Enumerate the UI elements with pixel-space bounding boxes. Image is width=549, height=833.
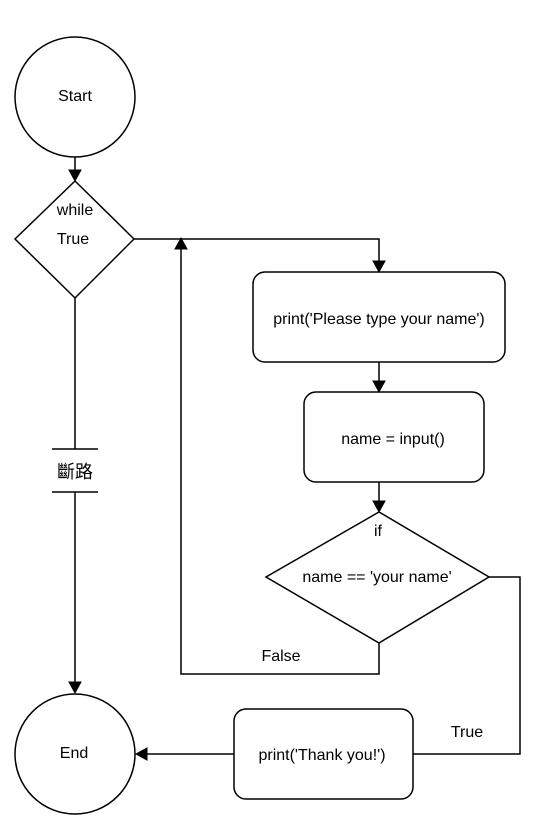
end-node: End xyxy=(14,693,136,815)
while-condition-label: True xyxy=(57,231,89,248)
arrowhead-print-to-input xyxy=(372,380,386,394)
input-name-node: name = input() xyxy=(303,391,485,483)
arrowhead-start-to-while xyxy=(68,169,82,183)
edge-if-true xyxy=(413,576,521,755)
edge-while-to-print-prompt xyxy=(134,238,380,263)
print-prompt-box xyxy=(252,271,506,363)
end-label: End xyxy=(60,745,88,762)
start-label: Start xyxy=(58,88,92,105)
arrowhead-if-false-loop xyxy=(174,236,188,250)
print-prompt-node: print('Please type your name') xyxy=(252,271,506,363)
break-label: 斷路 xyxy=(57,462,93,483)
arrowhead-input-to-if xyxy=(372,500,386,514)
print-prompt-label: print('Please type your name') xyxy=(273,311,485,328)
print-thanks-box xyxy=(233,708,414,800)
print-thanks-node: print('Thank you!') xyxy=(233,708,414,800)
break-label-bg xyxy=(52,449,98,492)
start-node: Start xyxy=(14,36,136,158)
true-label: True xyxy=(451,724,483,741)
input-name-box xyxy=(303,391,485,483)
arrowhead-while-to-print-prompt xyxy=(372,260,386,274)
if-decision-node: if name == 'your name' xyxy=(264,511,491,644)
if-diamond xyxy=(264,511,491,644)
while-diamond xyxy=(13,179,136,300)
print-thanks-label: print('Thank you!') xyxy=(258,747,385,764)
edge-if-false-loop xyxy=(180,247,380,675)
if-condition-label: name == 'your name' xyxy=(302,569,451,586)
while-keyword-label: while xyxy=(56,202,94,219)
arrowhead-break-to-end xyxy=(68,681,82,695)
false-label: False xyxy=(261,648,300,665)
if-keyword-label: if xyxy=(374,523,383,540)
input-name-label: name = input() xyxy=(341,431,445,448)
end-circle xyxy=(14,693,136,815)
start-circle xyxy=(14,36,136,158)
arrowhead-thanks-to-end xyxy=(134,747,148,761)
while-decision-node: while True xyxy=(13,179,136,300)
